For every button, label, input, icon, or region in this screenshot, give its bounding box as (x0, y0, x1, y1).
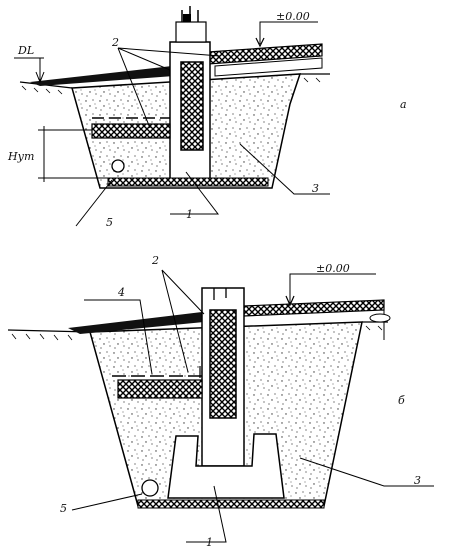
callout-1-b: 1 (206, 536, 213, 549)
footing-base-a (107, 177, 269, 187)
diagram-b: ±0.00 2 4 1 3 5 б (7, 254, 434, 549)
dl-label: DL (17, 44, 34, 57)
callout-5-a: 5 (106, 216, 113, 229)
panel-label-b: б (398, 394, 405, 407)
footing-b (167, 433, 285, 499)
level-label-b: ±0.00 (316, 262, 350, 275)
diagram-a: ±0.00 DL Hут 2 1 3 5 а (7, 6, 407, 229)
callout-4-b: 4 (117, 286, 125, 299)
horizontal-insulation-b (117, 379, 203, 399)
horizontal-insulation-a (91, 123, 171, 139)
drain-pipe-a (111, 159, 125, 173)
blind-area-b (68, 312, 204, 334)
wall-insulation-a (180, 61, 204, 151)
callout-3-b: 3 (414, 474, 421, 487)
callout-2-a: 2 (111, 36, 119, 49)
callout-1-a: 1 (186, 208, 193, 221)
footing-base-b (137, 499, 325, 509)
callout-2-b: 2 (151, 254, 159, 267)
floor-slab-b (243, 299, 385, 317)
callout-5-b: 5 (60, 502, 67, 515)
drain-pipe-b (141, 479, 159, 497)
wall-insulation-b (209, 309, 237, 419)
hum-label: Hут (7, 150, 34, 163)
panel-label-a: а (400, 98, 407, 111)
blind-area-a (30, 66, 174, 86)
level-label-a: ±0.00 (276, 10, 310, 23)
callout-3-a: 3 (312, 182, 319, 195)
